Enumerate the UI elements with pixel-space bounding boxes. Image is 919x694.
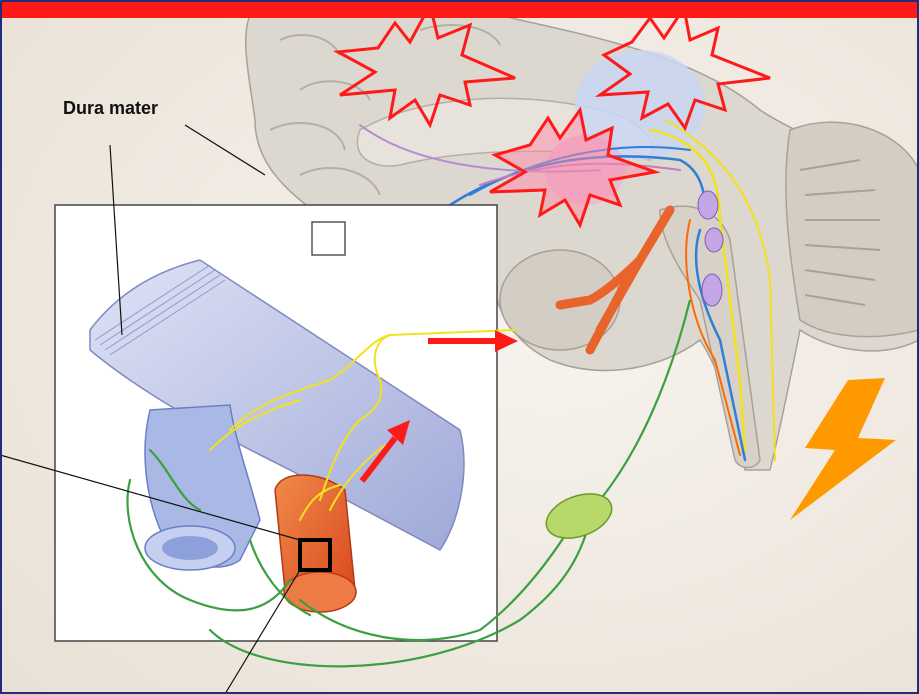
top-banner [0,0,919,18]
cerebellum [786,122,919,336]
dura-mater-label: Dura mater [63,98,158,119]
nucleus-1 [698,191,718,219]
nucleus-2 [705,228,723,252]
nucleus-3 [702,274,722,306]
